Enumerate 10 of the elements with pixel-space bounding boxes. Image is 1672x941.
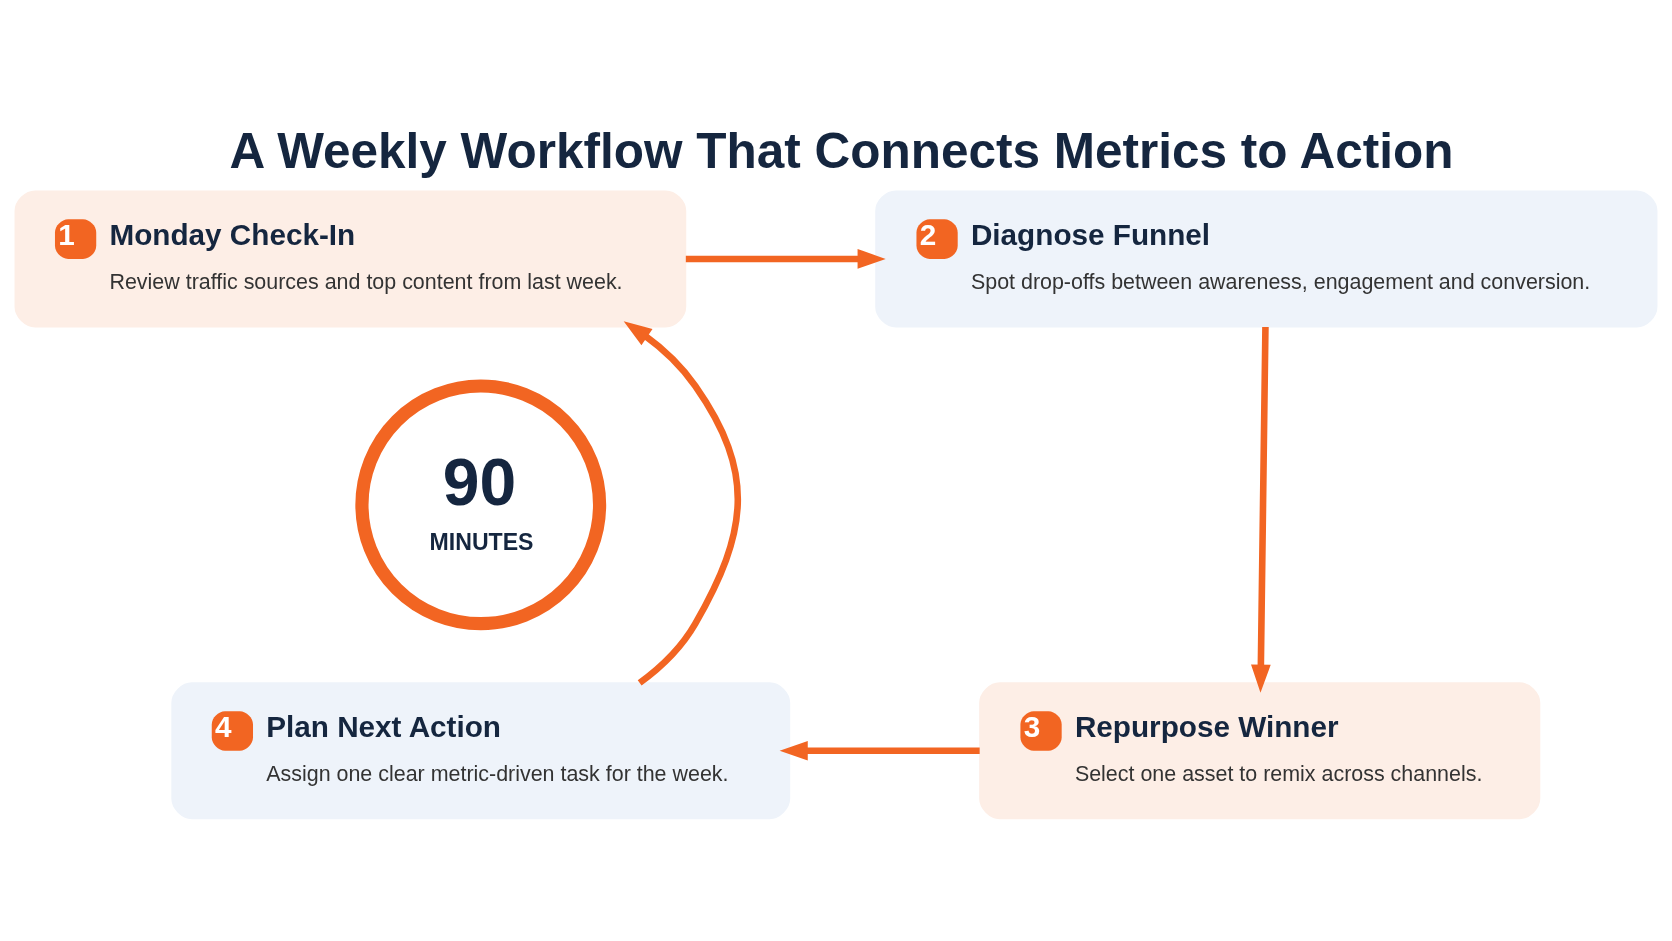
arrow — [685, 248, 886, 269]
arrow — [1251, 326, 1271, 693]
node-box: 2 Diagnose Funnel Spot drop-offs between awareness, engagement and conversion. — [875, 189, 1658, 327]
node-circle: 90 MINUTES — [355, 378, 607, 630]
node-box: 4 Plan Next Action Assign one clear metric-driven task for the week. — [171, 681, 791, 819]
node-box: 3 Repurpose Winner Select one asset to remix across channels. — [979, 681, 1541, 819]
node-box: 1 Monday Check-In Review traffic sources and top content from last week. — [14, 189, 687, 327]
diagram-title: A Weekly Workflow That Connects Metrics to Action — [229, 122, 1454, 178]
arrow — [623, 320, 742, 686]
arrow — [779, 740, 980, 761]
